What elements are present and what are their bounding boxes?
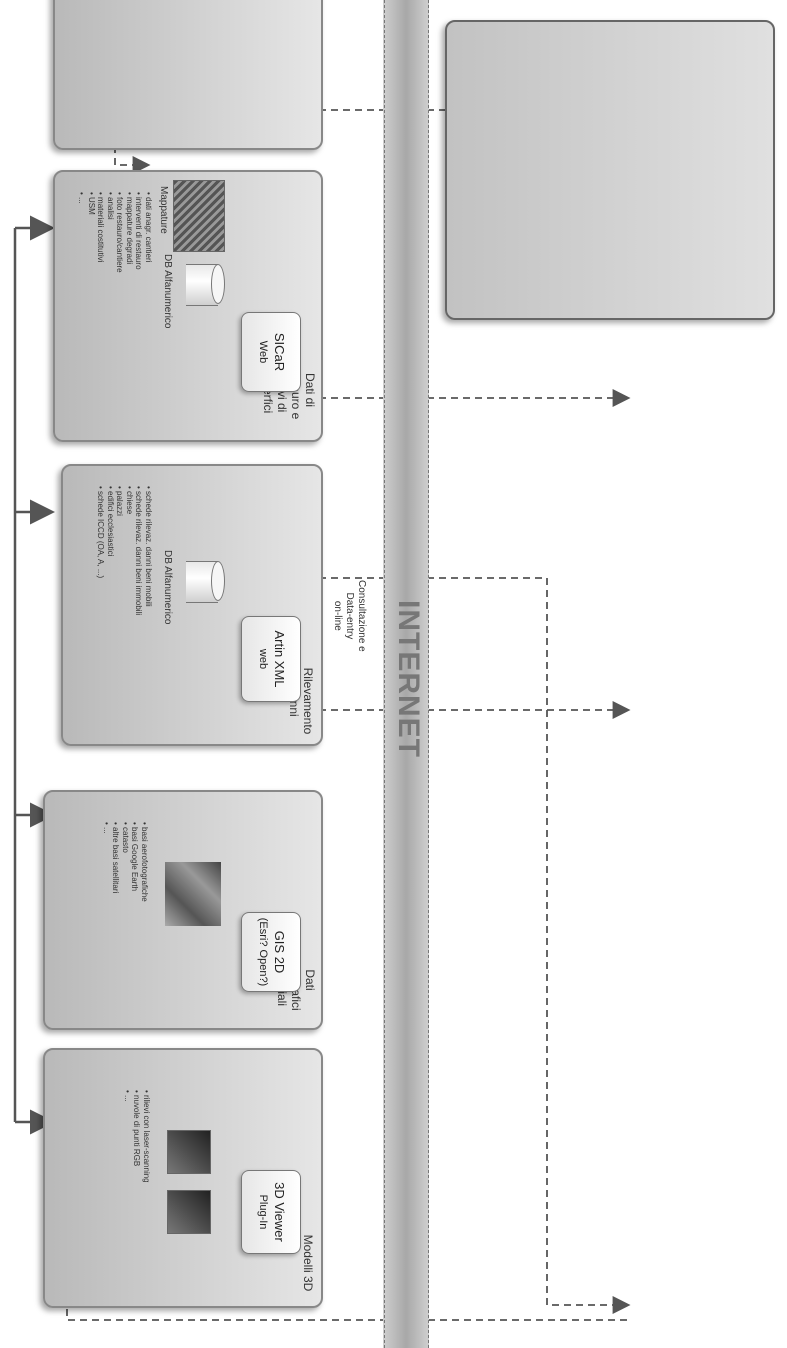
bullet-item: materiali costitutivi — [96, 192, 106, 273]
panel-cartografici — [53, 0, 323, 150]
bullet-item: altre basi satellitari — [111, 822, 121, 902]
bullet-item: edifici ecclesiastici — [106, 486, 115, 615]
artin-xml-web-box: Artin XML web — [241, 616, 301, 702]
bus-line — [13, 215, 55, 1135]
app-name: GIS 2D — [272, 930, 287, 974]
image-label: Mappature — [158, 186, 169, 234]
bullet-item: basi Google Earth — [130, 822, 140, 902]
bullet-item: schede rilevaz. danni beni immobili — [134, 486, 144, 615]
panel-title: Modelli 3D — [301, 1234, 315, 1292]
3d-model-image — [167, 1130, 211, 1174]
gis-2d-box: GIS 2D (Esri? Open?) — [241, 912, 301, 992]
database-icon — [179, 264, 225, 306]
3d-viewer-box: 3D Viewer Plug-In — [241, 1170, 301, 1254]
panel-rilevamento-danni: Rilevamento Danni Artin XML web DB Alfan… — [61, 464, 323, 746]
bullet-item: chiese — [125, 486, 134, 615]
panel-bullet-list: schede rilevaz. danni beni mobili schede… — [96, 486, 154, 615]
app-subtitle: web — [257, 648, 269, 670]
panel-bullet-list: basi aerofotografiche basi Google Earth … — [102, 822, 149, 902]
app-subtitle: (Esri? Open?) — [257, 917, 269, 987]
db-label: DB Alfanumerico — [162, 550, 173, 625]
panel-cartografici-real: Dati Cartografici Territoriali GIS 2D (E… — [43, 790, 323, 1030]
desktop-client-card — [445, 20, 775, 320]
panel-modelli-3d: Modelli 3D 3D Viewer Plug-In rilievi con… — [43, 1048, 323, 1308]
app-subtitle: Plug-In — [257, 1194, 269, 1230]
bullet-item: dati anagr. cantieri — [144, 192, 153, 273]
database-icon — [179, 561, 225, 603]
transmission-connector — [175, 577, 631, 1314]
map-layers-image — [165, 862, 221, 926]
bullet-item: ... — [77, 192, 87, 273]
bullet-item: mappature degradi — [125, 192, 134, 273]
panel-bullet-list: dati anagr. cantieri interventi di resta… — [77, 192, 154, 273]
bullet-item: interventi di restauro — [134, 192, 144, 273]
connection-label-consult: Consultazione e Data-entry on-line — [332, 580, 367, 652]
bullet-item: rilievi con laser-scanning — [142, 1090, 151, 1183]
bullet-item: catasto — [121, 822, 130, 902]
panel-restauro: Dati di Restauro e Rilievi di Superfici … — [53, 170, 323, 442]
bullet-item: nuvole di punti RGB — [132, 1090, 142, 1183]
internet-label: INTERNET — [392, 600, 425, 758]
sicar-web-box: SICaR Web — [241, 312, 301, 392]
bullet-item: ... — [102, 822, 111, 902]
db-label: DB Alfanumerico — [162, 254, 173, 329]
mappature-image — [173, 180, 225, 252]
3d-model-image — [167, 1190, 211, 1234]
bullet-item: schede rilevaz. danni beni mobili — [144, 486, 153, 615]
app-name: 3D Viewer — [272, 1182, 287, 1242]
app-subtitle: Web — [257, 340, 269, 364]
bullet-item: foto restauro/cantiere — [115, 192, 125, 273]
bullet-item: schede ICCD (OA, A, ...) — [96, 486, 106, 615]
bullet-item: USM — [87, 192, 96, 273]
bullet-item: palazzi — [115, 486, 125, 615]
bullet-item: analisi — [106, 192, 115, 273]
bullet-item: basi aerofotografiche — [140, 822, 149, 902]
bullet-item: ... — [123, 1090, 132, 1183]
app-name: SICaR — [272, 332, 287, 372]
app-name: Artin XML — [272, 630, 287, 688]
panel-bullet-list: rilievi con laser-scanning nuvole di pun… — [123, 1090, 151, 1183]
